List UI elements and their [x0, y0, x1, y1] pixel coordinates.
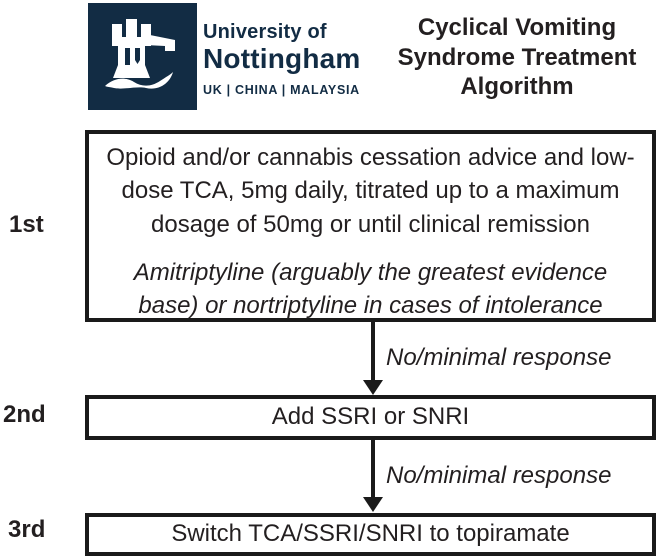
arrow-head-1-icon [363, 380, 383, 395]
campus-locations: UK | CHINA | MALAYSIA [203, 83, 360, 97]
connector-label-1: No/minimal response [386, 344, 612, 371]
title-line-1: Cyclical Vomiting [417, 14, 617, 41]
step-label-3rd: 3rd [8, 516, 46, 543]
step-label-1st: 1st [9, 211, 44, 238]
title-line-3: Algorithm [460, 73, 574, 100]
step-label-2nd: 2nd [3, 401, 46, 428]
university-logo-text: University of Nottingham UK | CHINA | MA… [203, 21, 361, 97]
page-title: Cyclical Vomiting Syndrome Treatment Alg… [373, 13, 661, 102]
step1-text-line: dosage of 50mg or until clinical remissi… [151, 210, 590, 238]
step-box-third-line-treatment: Switch TCA/SSRI/SNRI to topiramate [85, 513, 656, 556]
step3-text: Switch TCA/SSRI/SNRI to topiramate [171, 520, 570, 547]
step1-text-line: dose TCA, 5mg daily, titrated up to a ma… [121, 177, 620, 205]
arrow-down-1 [371, 322, 375, 381]
step2-text: Add SSRI or SNRI [271, 403, 470, 430]
arrow-down-2 [371, 440, 375, 498]
step-box-first-line-treatment: Opioid and/or cannabis cessation advice … [85, 130, 656, 322]
title-line-2: Syndrome Treatment [397, 43, 637, 71]
castle-icon [88, 3, 197, 110]
paragraph-gap [89, 241, 652, 256]
university-name-line2: Nottingham [203, 43, 361, 74]
step1-text-line: Opioid and/or cannabis cessation advice … [106, 144, 635, 171]
connector-label-2: No/minimal response [386, 462, 612, 489]
university-name-line1: University of [203, 21, 327, 43]
university-logo [88, 3, 197, 110]
arrow-head-2-icon [363, 497, 383, 512]
step1-note-line: base) or nortriptyline in cases of intol… [138, 292, 603, 320]
step1-note-line: Amitriptyline (arguably the greatest evi… [133, 258, 608, 286]
step-box-second-line-treatment: Add SSRI or SNRI [85, 395, 656, 440]
